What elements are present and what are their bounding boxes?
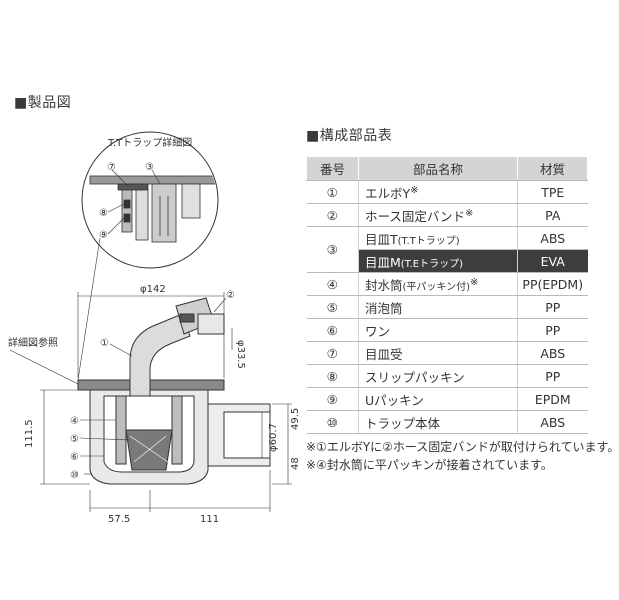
- parts-table: 番号 部品名称 材質 ① エルボY※ TPE ② ホース固定バンド※ PA ③ …: [306, 156, 588, 434]
- table-row: ④ 封水筒(平パッキン付)※ PP(EPDM): [306, 272, 588, 296]
- header-material: 材質: [517, 156, 588, 181]
- table-row: ⑥ ワン PP: [306, 318, 588, 342]
- table-row: ⑩ トラップ本体 ABS: [306, 410, 588, 434]
- dim-48: 48: [290, 457, 301, 470]
- table-header: 番号 部品名称 材質: [306, 156, 588, 181]
- table-row: ⑤ 消泡筒 PP: [306, 295, 588, 319]
- header-number: 番号: [306, 156, 359, 181]
- table-row: ⑧ スリップパッキン PP: [306, 364, 588, 388]
- product-heading: ■製品図: [14, 95, 72, 111]
- table-row: ⑨ Uパッキン EPDM: [306, 387, 588, 411]
- trap-section: [77, 297, 271, 485]
- detail-callout-9: ⑨: [99, 230, 108, 241]
- callout-10: ⑩: [70, 470, 79, 481]
- dim-111-5: 111.5: [24, 419, 35, 448]
- callout-1: ①: [100, 338, 109, 349]
- note-1: ※①エルボYに②ホース固定バンドが取付けられています。: [306, 440, 619, 454]
- callout-2: ②: [226, 290, 235, 301]
- dim-111: 111: [200, 514, 219, 525]
- detail-callout-7: ⑦: [107, 162, 116, 173]
- table-row: ⑦ 目皿受 ABS: [306, 341, 588, 365]
- detail-callout-8: ⑧: [99, 208, 108, 219]
- detail-view: T.Tトラップ詳細図 ⑦ ③ ⑧ ⑨: [81, 131, 219, 269]
- dim-57-5: 57.5: [108, 514, 130, 525]
- detail-leader: [77, 237, 101, 381]
- product-drawing: T.Tトラップ詳細図 ⑦ ③ ⑧ ⑨: [8, 131, 301, 525]
- callout-6: ⑥: [70, 452, 79, 463]
- dimension-lines: [40, 292, 292, 512]
- dim-33-5: φ33.5: [235, 340, 246, 369]
- note-2: ※④封水筒に平パッキンが接着されています。: [306, 458, 553, 472]
- table-row: 目皿M(T.Eトラップ) EVA: [307, 249, 588, 273]
- dim-60-7: φ60.7: [268, 423, 279, 452]
- dim-142: φ142: [140, 284, 166, 295]
- header-name: 部品名称: [358, 156, 518, 181]
- table-row: ② ホース固定バンド※ PA: [306, 203, 588, 227]
- dim-49-5: 49.5: [290, 408, 301, 430]
- table-row: ③ 目皿T(T.Tトラップ) ABS: [306, 226, 588, 273]
- callout-5: ⑤: [70, 434, 79, 445]
- parts-heading: ■構成部品表: [306, 128, 393, 144]
- detail-ref-label: 詳細図参照: [8, 336, 58, 349]
- detail-title: T.Tトラップ詳細図: [107, 136, 192, 149]
- table-row: ① エルボY※ TPE: [306, 180, 588, 204]
- callout-4: ④: [70, 416, 79, 427]
- detail-callout-3: ③: [145, 162, 154, 173]
